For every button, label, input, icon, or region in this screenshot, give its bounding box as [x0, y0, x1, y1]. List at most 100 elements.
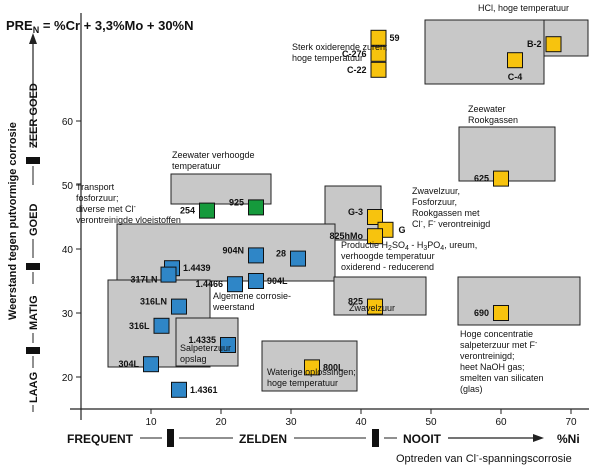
data-point — [199, 202, 215, 219]
y-band-matig: MATIG — [28, 295, 40, 330]
data-label: 904N — [222, 245, 244, 255]
annotation: Productie H2SO4 - H3PO4, ureum, — [341, 240, 477, 252]
annotation: Rookgassen — [468, 115, 518, 125]
y-band-zeer-goed: ZEER GOED — [28, 83, 40, 148]
y-arrow-head — [29, 33, 37, 44]
data-point — [493, 170, 509, 187]
data-point — [370, 29, 387, 46]
x-band-frequent: FREQUENT — [67, 432, 134, 446]
annotation: Hoge concentratie — [460, 329, 533, 339]
x-band-nooit: NOOIT — [403, 432, 442, 446]
annotation: salpeterzuur met F- — [460, 340, 538, 350]
x-tick-label: 70 — [565, 417, 577, 428]
annotation: hoge temperatuur — [292, 53, 363, 63]
annotations: HCl, hoge temperatuur Sterk oxiderende z… — [76, 3, 569, 394]
y-bands: ZEER GOED GOED MATIG LAAG — [26, 83, 40, 412]
annotation: Transport — [76, 182, 115, 192]
data-label: C-22 — [347, 65, 367, 75]
annotation: verontreinigd; — [460, 351, 515, 361]
data-point — [171, 381, 187, 398]
y-axis-label: Weerstand tegen putvormige corrosie — [7, 122, 19, 320]
data-label: 800L — [323, 362, 344, 372]
region-zeewater-verhoogd — [170, 173, 272, 205]
x-tick-label: 10 — [145, 417, 157, 428]
x-band-marker — [167, 429, 174, 447]
y-tick-label: 20 — [62, 373, 74, 384]
annotation: heet NaOH gas; — [460, 362, 525, 372]
data-point — [367, 298, 383, 315]
data-point — [367, 228, 383, 245]
annotation: Fosforzuur, — [412, 197, 457, 207]
annotation: Zeewater verhoogde — [172, 150, 255, 160]
y-tick-label: 30 — [62, 309, 74, 320]
data-point — [370, 61, 387, 78]
data-label: 1.4439 — [183, 263, 211, 273]
data-label: C-4 — [508, 72, 523, 82]
annotation: diverse met Cl- — [76, 204, 137, 214]
region-top-nickel — [424, 19, 545, 85]
data-label: G — [399, 225, 406, 235]
data-label: 59 — [390, 33, 400, 43]
annotation: verontreinigde vloeistoffen — [76, 215, 181, 225]
data-point — [248, 247, 264, 264]
annotation: Zwavelzuur — [349, 303, 395, 313]
data-label: 1.4361 — [190, 385, 218, 395]
x-tick-label: 20 — [215, 417, 227, 428]
annotation: Cl-, F- verontreinigd — [412, 219, 490, 229]
data-point — [143, 356, 159, 373]
data-label: 904L — [267, 276, 288, 286]
x-band-zelden: ZELDEN — [239, 432, 287, 446]
data-label: 254 — [180, 206, 195, 216]
y-band-marker — [26, 347, 40, 354]
data-label: C-276 — [342, 49, 367, 59]
x-arrow-head — [533, 434, 544, 442]
x-axis-label-2: Optreden van Cl--spanningscorrosie — [396, 451, 572, 465]
annotation: verhoogde temperatuur — [341, 251, 435, 261]
x-tick-label: 50 — [425, 417, 437, 428]
data-label: 28 — [276, 249, 286, 259]
data-label: 925 — [229, 197, 244, 207]
data-label: B-2 — [527, 39, 542, 49]
x-tick-label: 40 — [355, 417, 367, 428]
y-band-laag: LAAG — [28, 372, 40, 403]
data-point — [304, 359, 320, 376]
annotation: Zwavelzuur, — [412, 186, 460, 196]
data-point — [227, 276, 243, 293]
y-band-marker — [26, 157, 40, 164]
data-label: 825 — [348, 297, 363, 307]
data-point — [160, 266, 177, 283]
x-tick-label: 30 — [285, 417, 297, 428]
data-label: 316LN — [140, 297, 167, 307]
x-axis-label: %Ni — [557, 432, 580, 446]
data-point — [290, 250, 306, 267]
annotation: opslag — [180, 354, 207, 364]
data-label: 1.4335 — [188, 335, 216, 345]
annotation: Zeewater — [468, 104, 506, 114]
annotation: Waterige oplossingen; — [267, 367, 356, 377]
annotation: oxiderend - reducerend — [341, 262, 434, 272]
data-points — [143, 29, 562, 398]
x-bands: FREQUENT ZELDEN NOOIT %Ni Optreden van C… — [67, 429, 580, 465]
data-point — [493, 305, 509, 321]
y-tick-label: 50 — [62, 181, 74, 192]
data-point — [220, 337, 236, 353]
region-690 — [457, 276, 581, 326]
axes — [70, 13, 589, 420]
data-label: 316L — [129, 321, 150, 331]
y-band-marker — [26, 263, 40, 270]
annotation: Sterk oxiderende zuren; — [292, 42, 388, 52]
data-point — [370, 45, 387, 62]
annotation: fosforzuur; — [76, 193, 119, 203]
data-point — [248, 199, 264, 216]
data-label: G-3 — [348, 207, 363, 217]
data-label: 825hMo — [329, 231, 363, 241]
y-tick-label: 60 — [62, 117, 74, 128]
data-label: 1.4466 — [195, 279, 223, 289]
data-label: 625 — [474, 174, 489, 184]
data-point — [545, 36, 562, 53]
annotation: (glas) — [460, 384, 483, 394]
